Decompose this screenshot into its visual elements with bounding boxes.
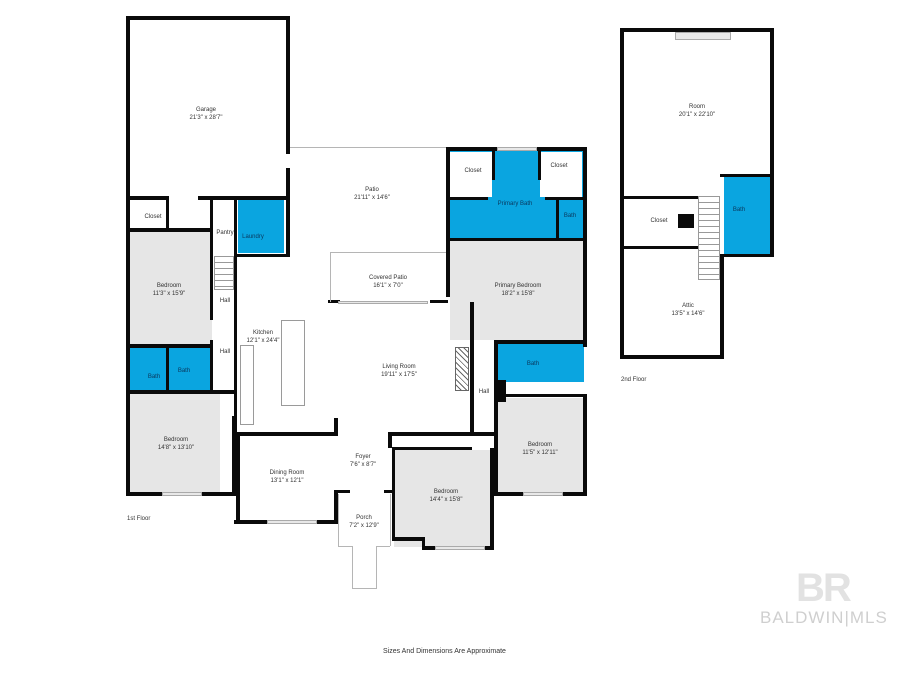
fireplace xyxy=(455,347,469,391)
upper-bath-fill xyxy=(724,176,772,254)
stairs-second-floor xyxy=(698,196,720,280)
stairs-first-floor xyxy=(214,256,234,290)
room-label-hall-upper: Hall xyxy=(219,298,231,304)
right-bath-fill xyxy=(498,342,584,382)
room-label-primary-bath: Primary Bath xyxy=(497,201,533,207)
room-label-primary-closet-right: Closet xyxy=(550,163,568,169)
room-label-upper-closet: Closet xyxy=(650,218,668,224)
kitchen-counter xyxy=(240,345,254,425)
kitchen-island xyxy=(281,320,305,406)
bedroom-3-fill xyxy=(498,398,584,494)
floor-label-2nd: 2nd Floor xyxy=(621,377,647,383)
floor-label-1st: 1st Floor xyxy=(127,516,151,522)
bedroom-1-fill xyxy=(130,232,212,344)
laundry-fill xyxy=(238,198,284,253)
room-label-upper-bath: Bath xyxy=(732,207,746,213)
room-label-primary-closet-left: Closet xyxy=(464,168,482,174)
room-label-closet: Closet xyxy=(144,214,162,220)
br-logo-icon: BR xyxy=(796,566,852,610)
baldwin-mls-watermark: BR BALDWIN|MLS xyxy=(760,568,900,628)
room-label-bath-right: Bath xyxy=(526,361,540,367)
bedroom-2-fill xyxy=(130,394,220,494)
room-label-primary-wc: Bath xyxy=(563,213,577,219)
garage-area xyxy=(128,18,288,196)
room-label-pantry: Pantry xyxy=(216,230,234,236)
room-label-hall-right: Hall xyxy=(478,389,490,395)
room-label-hall-middle: Hall xyxy=(219,349,231,355)
left-baths-fill xyxy=(130,348,212,392)
footer-disclaimer: Sizes And Dimensions Are Approximate xyxy=(383,648,506,655)
watermark-name: BALDWIN|MLS xyxy=(760,608,888,627)
primary-closet-left-fill xyxy=(450,152,492,197)
primary-closet-right-fill xyxy=(540,152,582,197)
bedroom-4-fill xyxy=(394,450,494,547)
room-label-bath-left-2: Bath xyxy=(177,368,191,374)
room-label-laundry: Laundry xyxy=(242,234,264,240)
room-label-bath-left-1: Bath xyxy=(147,374,161,380)
